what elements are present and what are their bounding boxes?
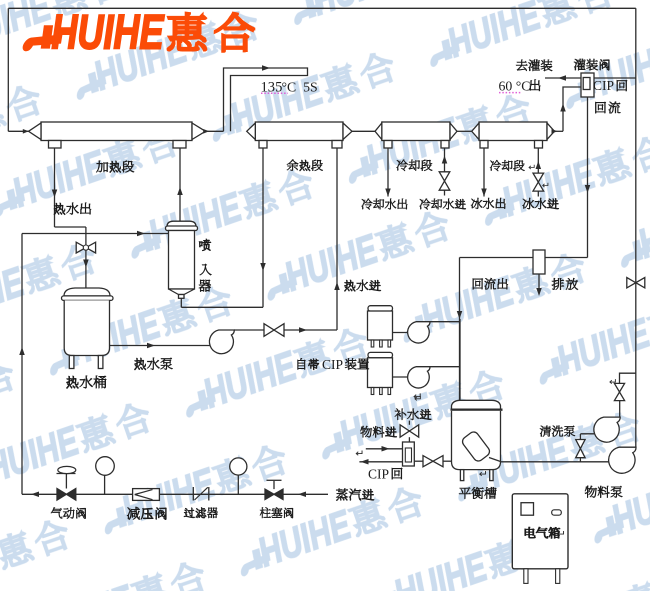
svg-text:135: 135 <box>261 80 283 96</box>
svg-text:°C 5S: °C 5S <box>282 80 318 95</box>
svg-text:CIP: CIP <box>593 78 614 93</box>
svg-text:60 °C: 60 °C <box>499 78 531 93</box>
svg-text:CIP: CIP <box>368 467 389 482</box>
svg-text:CIP: CIP <box>322 357 343 372</box>
